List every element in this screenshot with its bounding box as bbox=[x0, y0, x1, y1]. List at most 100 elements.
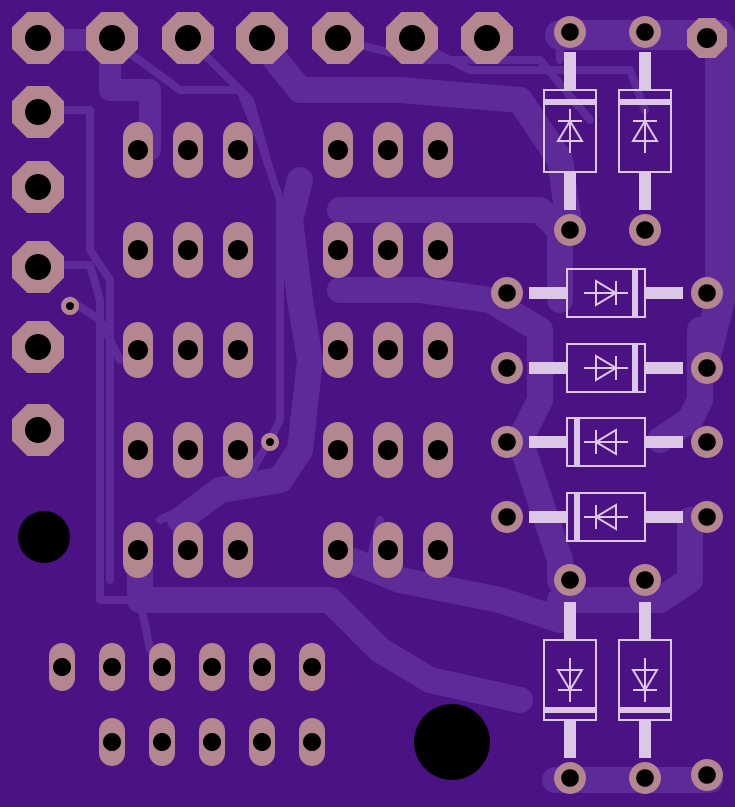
pad-drill bbox=[103, 733, 121, 751]
diode-triangle bbox=[631, 119, 659, 142]
diode-icon bbox=[529, 417, 683, 467]
pad-drill bbox=[153, 658, 171, 676]
pad-drill bbox=[228, 140, 248, 160]
pad-drill bbox=[128, 340, 148, 360]
pad-drill bbox=[698, 284, 716, 302]
pad-drill bbox=[99, 25, 125, 51]
pad-drill bbox=[178, 540, 198, 560]
trace-1 bbox=[36, 106, 114, 584]
pad-drill bbox=[249, 25, 275, 51]
pad-drill bbox=[128, 140, 148, 160]
pad-drill bbox=[399, 25, 425, 51]
diode-body bbox=[618, 639, 672, 721]
pad-drill bbox=[328, 240, 348, 260]
pad-drill bbox=[561, 571, 579, 589]
pad-drill bbox=[428, 140, 448, 160]
pad-drill bbox=[228, 240, 248, 260]
trace-20 bbox=[156, 436, 274, 524]
diode-triangle bbox=[595, 279, 618, 307]
diode-triangle bbox=[594, 503, 617, 531]
diode-icon bbox=[529, 492, 683, 542]
diode-triangle bbox=[556, 119, 584, 142]
diode-band bbox=[618, 99, 672, 105]
pad-drill bbox=[474, 25, 500, 51]
pad-drill bbox=[697, 28, 717, 48]
pad-drill bbox=[228, 340, 248, 360]
pad-drill bbox=[178, 340, 198, 360]
pad-drill bbox=[103, 658, 121, 676]
pad-drill bbox=[498, 433, 516, 451]
pad-drill bbox=[25, 254, 51, 280]
pad-drill bbox=[378, 540, 398, 560]
diode-body bbox=[543, 639, 597, 721]
diode-body bbox=[543, 89, 597, 173]
pad-drill bbox=[698, 766, 716, 784]
trace-12 bbox=[327, 277, 553, 453]
pad-drill bbox=[428, 240, 448, 260]
pad-drill bbox=[178, 440, 198, 460]
pad-drill bbox=[378, 340, 398, 360]
pad-drill bbox=[303, 658, 321, 676]
pad-drill bbox=[253, 733, 271, 751]
pad-drill bbox=[698, 359, 716, 377]
pad-drill bbox=[698, 508, 716, 526]
pad-drill bbox=[636, 571, 654, 589]
pad-drill bbox=[253, 658, 271, 676]
pad-drill bbox=[178, 140, 198, 160]
pad-drill bbox=[25, 25, 51, 51]
pad-drill bbox=[498, 284, 516, 302]
pad-drill bbox=[636, 221, 654, 239]
pad-layer bbox=[12, 12, 727, 794]
pad-drill bbox=[228, 540, 248, 560]
diode-body bbox=[566, 492, 646, 542]
pad-drill bbox=[636, 769, 654, 787]
pad-drill bbox=[128, 540, 148, 560]
pad-drill bbox=[561, 221, 579, 239]
pad-drill bbox=[228, 440, 248, 460]
pad-drill bbox=[203, 658, 221, 676]
diode-icon bbox=[543, 602, 597, 758]
pad-drill bbox=[378, 140, 398, 160]
diode-body bbox=[566, 268, 646, 318]
pad-drill bbox=[561, 23, 579, 41]
via-drill bbox=[66, 302, 74, 310]
pad-drill bbox=[636, 23, 654, 41]
pad-drill bbox=[428, 440, 448, 460]
pad-drill bbox=[561, 769, 579, 787]
diode-triangle bbox=[594, 428, 617, 456]
diode-triangle bbox=[595, 354, 618, 382]
pad-drill bbox=[328, 440, 348, 460]
pad-drill bbox=[128, 440, 148, 460]
diode-body bbox=[566, 417, 646, 467]
pad-drill bbox=[325, 25, 351, 51]
diode-band bbox=[632, 268, 638, 318]
diode-triangle bbox=[556, 669, 584, 692]
pad-drill bbox=[498, 508, 516, 526]
pad-drill bbox=[128, 240, 148, 260]
pad-drill bbox=[53, 658, 71, 676]
pad-drill bbox=[25, 417, 51, 443]
pad-drill bbox=[203, 733, 221, 751]
trace-2 bbox=[36, 261, 144, 604]
silkscreen-layer bbox=[529, 52, 683, 758]
diode-band bbox=[574, 492, 580, 542]
diode-body bbox=[566, 343, 646, 393]
diode-triangle bbox=[631, 669, 659, 692]
pad-drill bbox=[328, 140, 348, 160]
diode-icon bbox=[618, 602, 672, 758]
pad-drill bbox=[428, 540, 448, 560]
pad-drill bbox=[153, 733, 171, 751]
trace-16 bbox=[136, 596, 154, 654]
pad-drill bbox=[498, 359, 516, 377]
pad-drill bbox=[175, 25, 201, 51]
mounting-holes bbox=[18, 511, 490, 780]
diode-icon bbox=[543, 52, 597, 210]
trace-10 bbox=[167, 167, 323, 533]
pad-drill bbox=[698, 433, 716, 451]
pad-drill bbox=[378, 240, 398, 260]
diode-band bbox=[574, 417, 580, 467]
pad-drill bbox=[378, 440, 398, 460]
pad-drill bbox=[25, 99, 51, 125]
trace-15 bbox=[127, 547, 533, 713]
